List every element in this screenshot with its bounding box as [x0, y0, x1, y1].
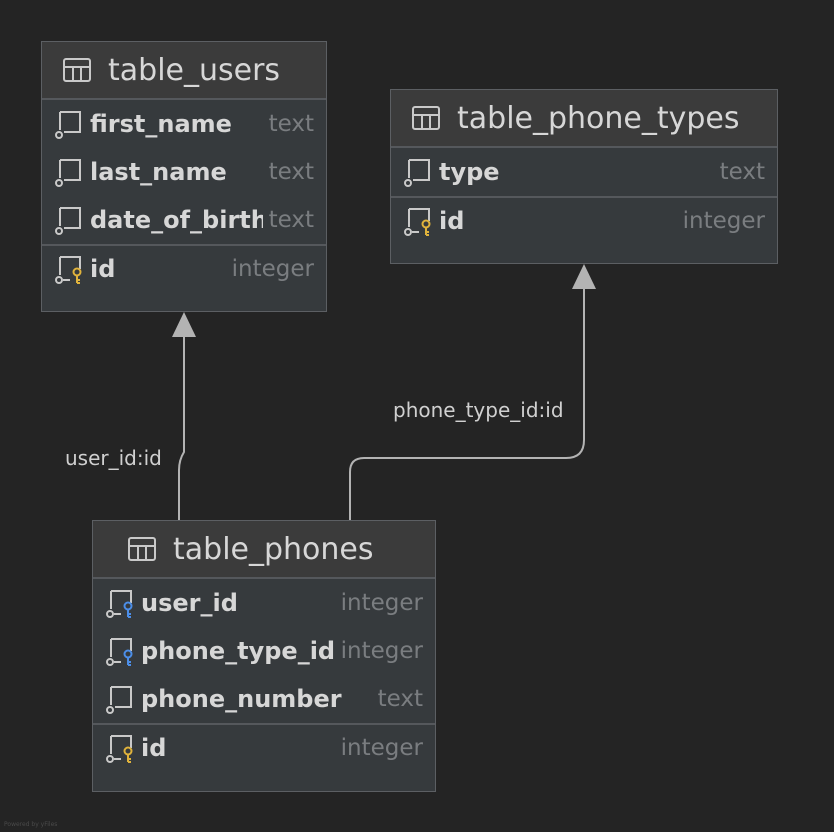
- column-type: text: [268, 207, 314, 233]
- column-type: text: [719, 159, 765, 185]
- column-name: last_name: [90, 158, 227, 186]
- table-header: table_phones: [93, 521, 435, 579]
- foreign-key-row[interactable]: phone_type_id integer: [93, 627, 435, 675]
- table-icon: [412, 106, 440, 130]
- column-icon: [55, 111, 81, 139]
- column-icon: [404, 159, 430, 187]
- column-type: text: [268, 111, 314, 137]
- primary-key-icon: [55, 256, 82, 284]
- column-type: integer: [340, 590, 423, 616]
- column-type: text: [268, 159, 314, 185]
- phone-type-relation-label: phone_type_id:id: [393, 398, 564, 422]
- column-name: type: [439, 158, 500, 186]
- column-name: phone_type_id: [141, 637, 335, 665]
- user-relation-label: user_id:id: [65, 446, 162, 470]
- column-row[interactable]: phone_number text: [93, 675, 435, 723]
- primary-key-icon: [106, 735, 133, 763]
- column-name: first_name: [90, 110, 232, 138]
- primary-key-icon: [404, 208, 431, 236]
- primary-key-row[interactable]: id integer: [93, 723, 435, 771]
- column-name: user_id: [141, 589, 238, 617]
- foreign-key-icon: [106, 638, 133, 666]
- column-type: integer: [231, 256, 314, 282]
- column-row[interactable]: type text: [391, 148, 777, 196]
- table-phone-types-node[interactable]: table_phone_types type text id integer: [390, 89, 778, 264]
- footer-note: Powered by yFiles: [4, 821, 58, 828]
- column-icon: [55, 159, 81, 187]
- table-header: table_phone_types: [391, 90, 777, 148]
- users-relation-arrowhead: [172, 312, 196, 337]
- table-name: table_users: [108, 52, 281, 88]
- table-users-node[interactable]: table_users first_name text last_name te…: [41, 41, 327, 312]
- column-type: text: [377, 686, 423, 712]
- table-icon: [128, 537, 156, 561]
- primary-key-row[interactable]: id integer: [391, 196, 777, 244]
- phone-types-relation-arrowhead: [572, 264, 596, 289]
- column-icon: [55, 207, 81, 235]
- column-row[interactable]: date_of_birth text: [42, 196, 326, 244]
- phone-types-relation-line: [349, 289, 585, 520]
- column-icon: [106, 686, 132, 714]
- column-name: date_of_birth: [90, 206, 263, 234]
- column-row[interactable]: last_name text: [42, 148, 326, 196]
- column-name: phone_number: [141, 685, 342, 713]
- foreign-key-icon: [106, 590, 133, 618]
- column-name: id: [141, 734, 167, 762]
- primary-key-row[interactable]: id integer: [42, 244, 326, 292]
- column-name: id: [439, 207, 465, 235]
- users-relation-line: [178, 336, 185, 520]
- column-type: integer: [340, 638, 423, 664]
- column-row[interactable]: first_name text: [42, 100, 326, 148]
- table-icon: [63, 58, 91, 82]
- foreign-key-row[interactable]: user_id integer: [93, 579, 435, 627]
- column-type: integer: [340, 735, 423, 761]
- column-name: id: [90, 255, 116, 283]
- table-phones-node[interactable]: table_phones user_id integer phone_type_…: [92, 520, 436, 792]
- table-name: table_phones: [173, 531, 374, 567]
- table-name: table_phone_types: [457, 100, 740, 136]
- column-type: integer: [682, 208, 765, 234]
- table-header: table_users: [42, 42, 326, 100]
